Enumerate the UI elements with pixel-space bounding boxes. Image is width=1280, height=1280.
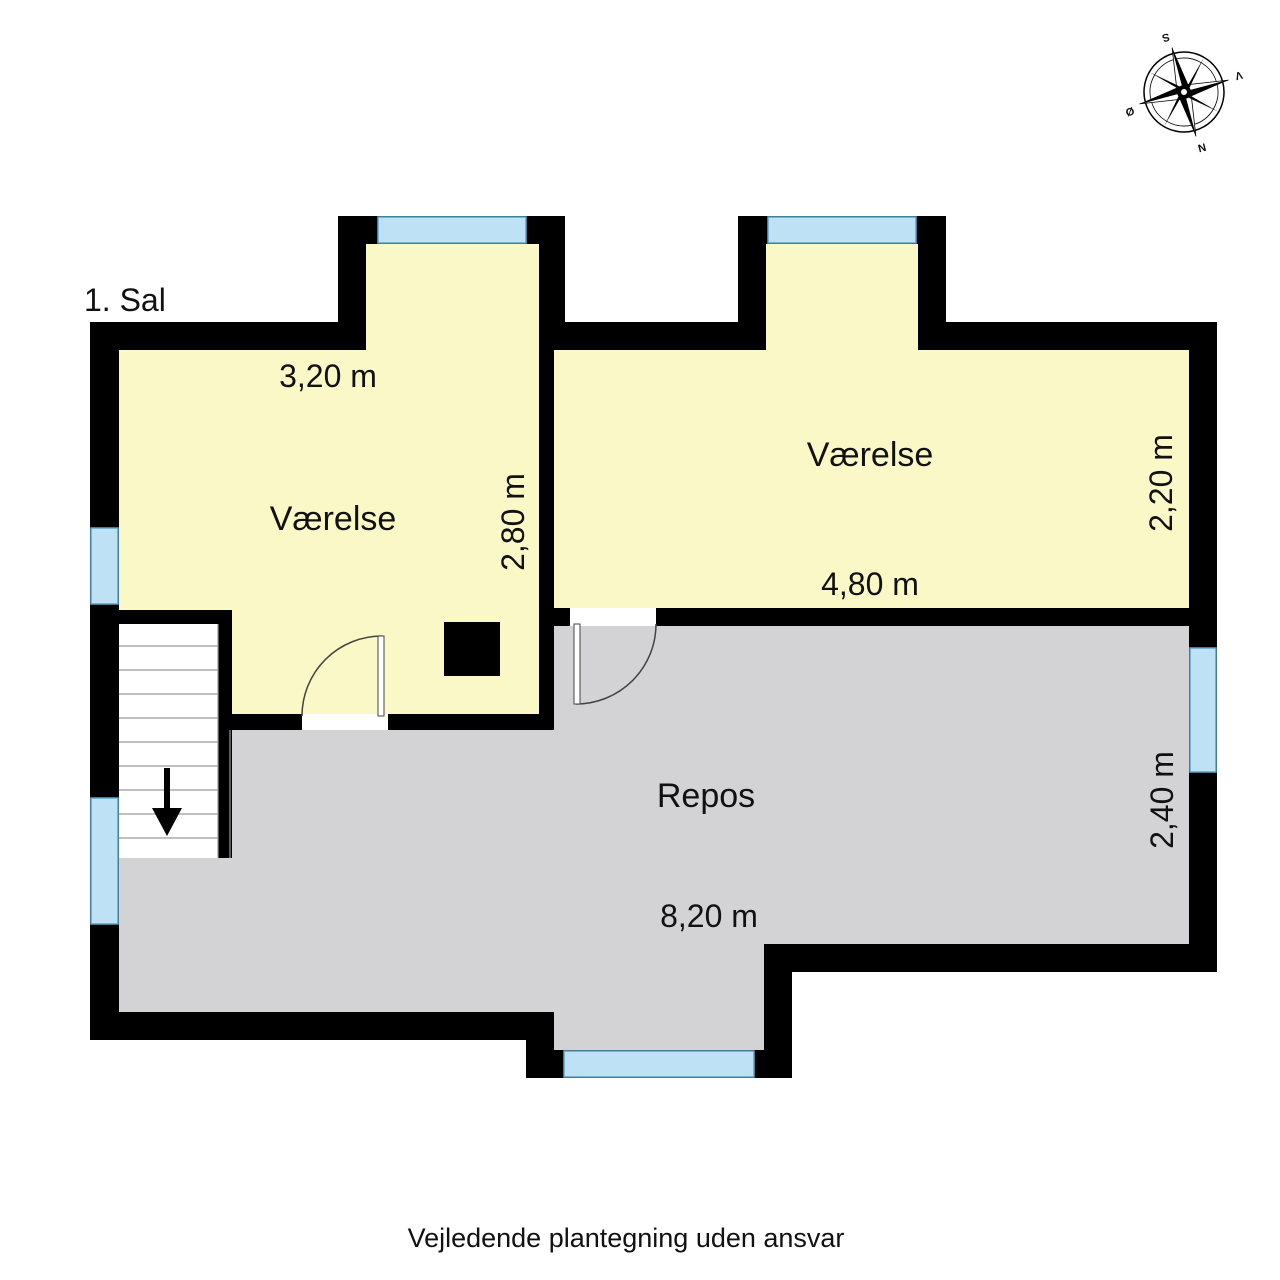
chimney: [444, 622, 500, 676]
room-fill-vaerelse-right: [554, 244, 1189, 608]
room-label-vaerelse-right: Værelse: [807, 436, 934, 474]
room-label-vaerelse-left: Værelse: [270, 500, 397, 538]
dim-width-repos: 8,20 m: [660, 898, 758, 934]
window-bottom: [563, 1050, 755, 1078]
dim-width-vaerelse-left: 3,20 m: [279, 358, 377, 394]
compass-rose-icon: [1139, 47, 1229, 137]
compass-label-east: Ø: [1124, 104, 1136, 118]
door-left-room: [301, 635, 388, 730]
stair-arrow-icon: [152, 768, 182, 836]
windows: [90, 216, 1217, 1078]
dim-depth-vaerelse-right: 2,20 m: [1143, 434, 1179, 532]
window-top-right: [767, 216, 917, 244]
room-fill-vaerelse-left: [119, 244, 539, 714]
dim-width-vaerelse-right: 4,80 m: [821, 566, 919, 602]
window-east: [1189, 647, 1217, 773]
compass-label-south: S: [1161, 30, 1171, 43]
room-label-repos: Repos: [657, 777, 755, 815]
window-west-upper: [90, 527, 119, 605]
compass-label-north: N: [1196, 140, 1207, 154]
window-top-left: [377, 216, 527, 244]
dim-depth-repos: 2,40 m: [1144, 751, 1180, 849]
room-fills: [119, 244, 1189, 1050]
door-right-room: [570, 608, 657, 705]
footer-disclaimer: Vejledende plantegning uden ansvar: [408, 1223, 845, 1253]
window-west-lower: [90, 797, 119, 925]
dim-depth-vaerelse-left: 2,80 m: [495, 473, 531, 571]
room-fill-repos: [119, 626, 1189, 1050]
compass-label-west: V: [1233, 68, 1244, 82]
floor-label: 1. Sal: [84, 282, 166, 318]
